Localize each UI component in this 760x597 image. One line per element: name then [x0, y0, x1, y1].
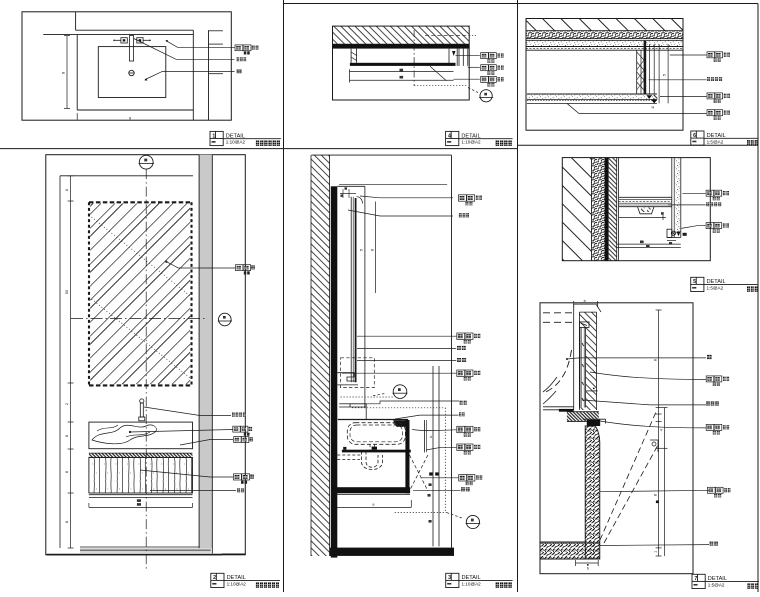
svg-text:1:5@A2: 1:5@A2 — [707, 139, 724, 144]
svg-text:6: 6 — [65, 189, 69, 191]
svg-text:8: 8 — [65, 435, 69, 437]
svg-text:d: d — [430, 435, 432, 439]
svg-text:1: 1 — [212, 133, 215, 139]
svg-text:DETAIL: DETAIL — [708, 576, 727, 582]
svg-text:8: 8 — [371, 249, 375, 251]
svg-text:4: 4 — [448, 133, 451, 139]
svg-text:b: b — [587, 567, 589, 571]
svg-text:8: 8 — [65, 521, 69, 523]
svg-text:DETAIL: DETAIL — [226, 133, 245, 139]
svg-text:DETAIL: DETAIL — [461, 133, 480, 139]
svg-text:2: 2 — [213, 575, 216, 581]
svg-text:8: 8 — [61, 71, 66, 74]
svg-text:DETAIL: DETAIL — [227, 575, 246, 581]
svg-text:5: 5 — [360, 249, 364, 251]
svg-text:1:10@A2: 1:10@A2 — [227, 582, 247, 587]
svg-text:7: 7 — [694, 576, 697, 582]
svg-text:9: 9 — [372, 503, 374, 507]
svg-text:1: 1 — [653, 551, 657, 553]
svg-text:8: 8 — [653, 494, 657, 496]
svg-text:6: 6 — [693, 133, 696, 139]
svg-text:DETAIL: DETAIL — [462, 575, 481, 581]
svg-text:8: 8 — [653, 359, 657, 361]
svg-text:4: 4 — [659, 429, 663, 431]
svg-text:1:5@A2: 1:5@A2 — [707, 286, 724, 291]
svg-text:50: 50 — [65, 290, 69, 294]
svg-text:8: 8 — [65, 471, 69, 473]
svg-text:5: 5 — [663, 74, 667, 76]
svg-text:H: H — [652, 106, 655, 110]
svg-text:1:10@A2: 1:10@A2 — [462, 582, 482, 587]
svg-text:1:5@A2: 1:5@A2 — [708, 583, 725, 588]
svg-text:2: 2 — [65, 403, 69, 405]
svg-text:9: 9 — [129, 116, 132, 121]
svg-text:5: 5 — [693, 279, 696, 285]
svg-text:DETAIL: DETAIL — [707, 279, 726, 285]
svg-text:1:10@A2: 1:10@A2 — [226, 140, 246, 145]
svg-text:3: 3 — [448, 575, 451, 581]
svg-text:DETAIL: DETAIL — [707, 133, 726, 139]
svg-text:1:10@A2: 1:10@A2 — [461, 140, 481, 145]
svg-text:b: b — [584, 299, 586, 303]
